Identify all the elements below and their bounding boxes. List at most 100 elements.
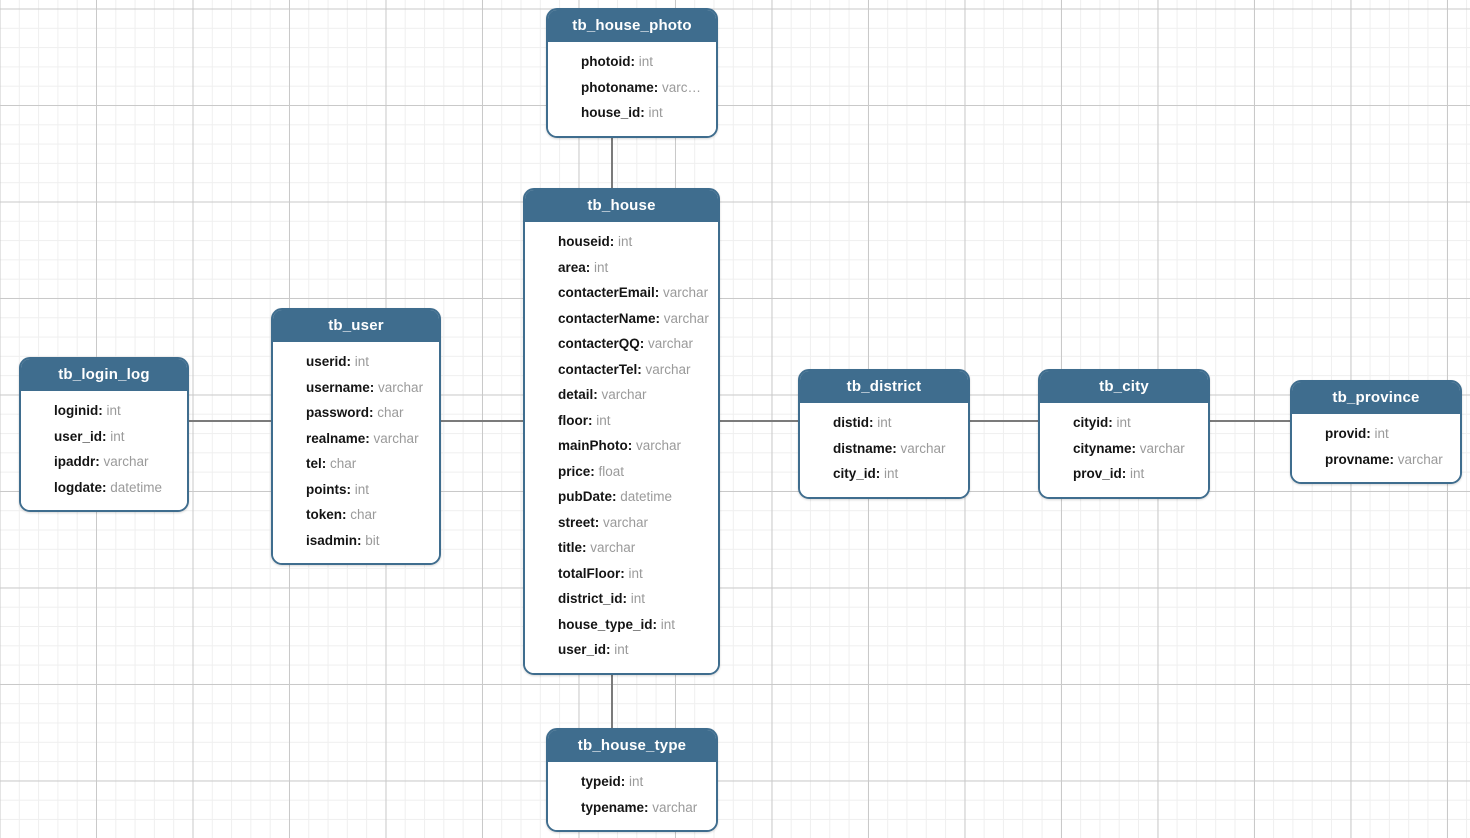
entity-field-separator: : xyxy=(1108,415,1117,430)
entity-field[interactable]: points: int xyxy=(273,477,439,503)
entity-field-separator: : xyxy=(369,379,379,395)
entity-field[interactable]: user_id: int xyxy=(21,424,187,450)
entity-field[interactable]: realname: varchar xyxy=(273,426,439,452)
entity-field-separator: : xyxy=(346,354,355,369)
entity-table-title-tb_province: tb_province xyxy=(1292,382,1460,414)
entity-field-separator: : xyxy=(590,463,599,479)
entity-field[interactable]: isadmin: bit xyxy=(273,528,439,554)
entity-field-type: varchar xyxy=(603,514,649,530)
entity-field[interactable]: street: varchar xyxy=(525,510,718,536)
entity-field-name: user_id xyxy=(54,428,103,444)
entity-field[interactable]: typeid: int xyxy=(548,769,716,795)
entity-field-separator: : xyxy=(588,412,597,428)
entity-field[interactable]: house_type_id: int xyxy=(525,612,718,638)
entity-field[interactable]: house_id: int xyxy=(548,100,716,126)
entity-field[interactable]: contacterTel: varchar xyxy=(525,357,718,383)
entity-field[interactable]: ipaddr: varchar xyxy=(21,449,187,475)
entity-field-name: price xyxy=(558,463,591,479)
entity-field[interactable]: prov_id: int xyxy=(1040,461,1208,487)
entity-field-name: user_id xyxy=(558,642,607,657)
entity-field-name: loginid xyxy=(54,403,99,418)
entity-field[interactable]: logdate: datetime xyxy=(21,475,187,501)
entity-field[interactable]: cityid: int xyxy=(1040,410,1208,436)
entity-field-type: int xyxy=(630,591,646,606)
entity-field[interactable]: pubDate: datetime xyxy=(525,484,718,510)
entity-field[interactable]: provname: varchar xyxy=(1292,447,1460,473)
entity-field[interactable]: password: char xyxy=(273,400,439,426)
entity-field-name: contacterTel xyxy=(558,361,638,377)
entity-field-separator: : xyxy=(606,642,615,657)
entity-field[interactable]: user_id: int xyxy=(525,637,718,663)
connector-house-to-district[interactable] xyxy=(718,420,800,422)
entity-field[interactable]: distid: int xyxy=(800,410,968,436)
entity-field[interactable]: username: varchar xyxy=(273,375,439,401)
entity-field[interactable]: title: varchar xyxy=(525,535,718,561)
entity-field[interactable]: photoid: int xyxy=(548,49,716,75)
entity-field[interactable]: city_id: int xyxy=(800,461,968,487)
entity-field-type: int xyxy=(614,642,629,657)
entity-field[interactable]: detail: varchar xyxy=(525,382,718,408)
entity-field[interactable]: totalFloor: int xyxy=(525,561,718,587)
entity-field-separator: : xyxy=(622,591,631,606)
entity-field-separator: : xyxy=(609,234,619,249)
entity-field-type: int xyxy=(106,403,121,418)
entity-field-type: varchar xyxy=(900,440,946,456)
entity-field[interactable]: area: int xyxy=(525,255,718,281)
entity-field[interactable]: token: char xyxy=(273,502,439,528)
entity-field[interactable]: houseid: int xyxy=(525,229,718,255)
entity-field-type: float xyxy=(598,463,625,479)
entity-field[interactable]: cityname: varchar xyxy=(1040,436,1208,462)
entity-field[interactable]: district_id: int xyxy=(525,586,718,612)
entity-field-type: int xyxy=(596,412,611,428)
entity-field[interactable]: tel: char xyxy=(273,451,439,477)
entity-field[interactable]: price: float xyxy=(525,459,718,485)
entity-field-type: bit xyxy=(365,532,380,548)
entity-field[interactable]: provid: int xyxy=(1292,421,1460,447)
entity-field-name: title xyxy=(558,540,583,555)
entity-field[interactable]: loginid: int xyxy=(21,398,187,424)
entity-field-type: varc… xyxy=(662,79,702,95)
entity-field-separator: : xyxy=(593,387,602,402)
connector-district-to-city[interactable] xyxy=(968,420,1040,422)
connector-login-log-to-user[interactable] xyxy=(188,420,273,422)
entity-field-name: typename xyxy=(581,799,645,815)
entity-field-separator: : xyxy=(627,438,636,453)
entity-field[interactable]: distname: varchar xyxy=(800,436,968,462)
connector-house-photo-to-house[interactable] xyxy=(611,131,613,189)
connector-house-to-house-type[interactable] xyxy=(611,666,613,729)
entity-field[interactable]: contacterQQ: varchar xyxy=(525,331,718,357)
entity-field-separator: : xyxy=(357,532,366,548)
entity-field-name: cityid xyxy=(1073,415,1109,430)
entity-field-type: int xyxy=(110,428,125,444)
entity-field[interactable]: floor: int xyxy=(525,408,718,434)
entity-field-type: int xyxy=(877,415,892,430)
entity-field[interactable]: photoname: varc… xyxy=(548,75,716,101)
connector-city-to-province[interactable] xyxy=(1208,420,1292,422)
entity-field-separator: : xyxy=(620,565,629,581)
entity-field[interactable]: typename: varchar xyxy=(548,795,716,821)
entity-field[interactable]: mainPhoto: varchar xyxy=(525,433,718,459)
entity-field-type: int xyxy=(628,565,643,581)
entity-table-title-tb_login_log: tb_login_log xyxy=(21,359,187,391)
entity-field[interactable]: contacterName: varchar xyxy=(525,306,718,332)
entity-field-name: district_id xyxy=(558,591,623,606)
entity-field-name: contacterName xyxy=(558,310,656,326)
entity-field[interactable]: userid: int xyxy=(273,349,439,375)
entity-field[interactable]: contacterEmail: varchar xyxy=(525,280,718,306)
entity-field-separator: : xyxy=(655,310,664,326)
entity-field-type: int xyxy=(1374,426,1389,441)
connector-user-to-house[interactable] xyxy=(440,420,525,422)
